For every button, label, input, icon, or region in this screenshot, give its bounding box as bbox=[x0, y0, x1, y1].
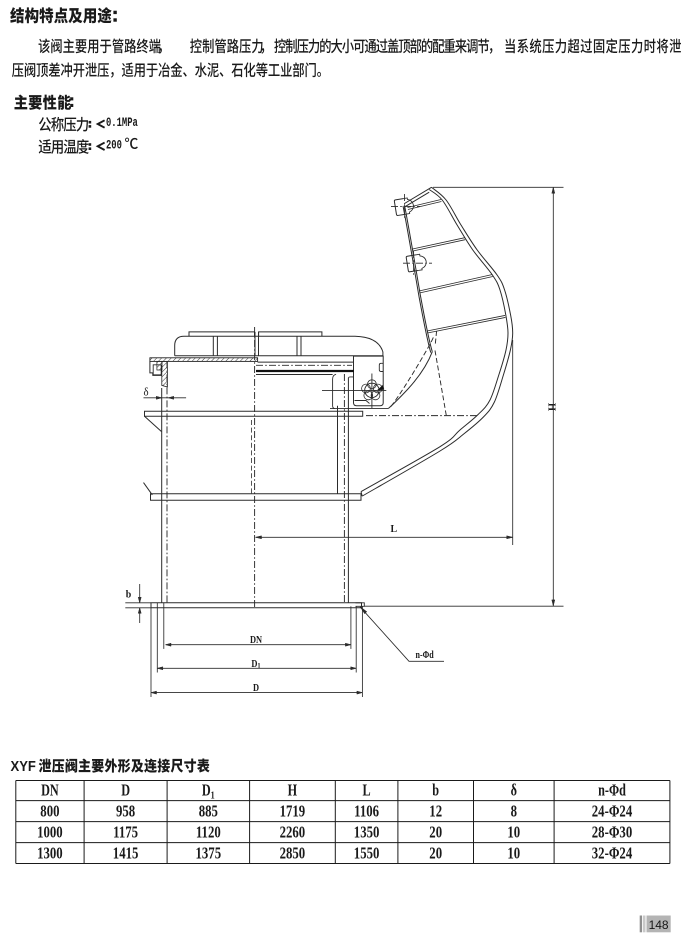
svg-text:28-Φ30: 28-Φ30 bbox=[592, 823, 633, 842]
svg-text:1106: 1106 bbox=[354, 802, 379, 821]
svg-text:D: D bbox=[121, 782, 130, 800]
svg-text:1375: 1375 bbox=[196, 844, 222, 863]
svg-text:1300: 1300 bbox=[37, 844, 63, 863]
svg-text:DN: DN bbox=[41, 782, 59, 800]
svg-text:200: 200 bbox=[106, 139, 122, 153]
svg-text:32-Φ24: 32-Φ24 bbox=[592, 844, 633, 863]
svg-text:b: b bbox=[126, 589, 132, 601]
svg-text:DN: DN bbox=[250, 635, 262, 646]
svg-text:L: L bbox=[363, 782, 371, 800]
svg-text:n-Φd: n-Φd bbox=[598, 782, 626, 800]
svg-text:n-Φd: n-Φd bbox=[416, 649, 434, 660]
svg-text:0.1MPa: 0.1MPa bbox=[106, 117, 138, 131]
svg-text:1415: 1415 bbox=[113, 844, 139, 863]
svg-text:b: b bbox=[432, 782, 439, 800]
svg-text:1175: 1175 bbox=[113, 823, 138, 842]
svg-text:800: 800 bbox=[40, 802, 60, 821]
svg-text:20: 20 bbox=[429, 844, 442, 863]
svg-text:D1: D1 bbox=[251, 659, 261, 670]
svg-text:148: 148 bbox=[649, 918, 669, 932]
svg-text:δ: δ bbox=[511, 782, 517, 800]
svg-text:H: H bbox=[288, 782, 298, 800]
svg-text:D: D bbox=[253, 683, 259, 694]
svg-text:10: 10 bbox=[507, 823, 520, 842]
svg-text:XYF: XYF bbox=[11, 759, 36, 775]
svg-text:20: 20 bbox=[429, 823, 442, 842]
svg-text:2260: 2260 bbox=[280, 823, 306, 842]
svg-text:1120: 1120 bbox=[196, 823, 221, 842]
svg-text:1000: 1000 bbox=[37, 823, 63, 842]
svg-text:H: H bbox=[545, 403, 556, 411]
svg-text:10: 10 bbox=[507, 844, 520, 863]
svg-text:1550: 1550 bbox=[354, 844, 380, 863]
svg-text:1350: 1350 bbox=[354, 823, 380, 842]
svg-text:12: 12 bbox=[429, 802, 442, 821]
svg-text:885: 885 bbox=[199, 802, 219, 821]
svg-text:2850: 2850 bbox=[280, 844, 306, 863]
svg-text:24-Φ24: 24-Φ24 bbox=[592, 802, 633, 821]
svg-text:8: 8 bbox=[511, 802, 518, 821]
svg-text:δ: δ bbox=[144, 386, 149, 399]
svg-text:958: 958 bbox=[116, 802, 136, 821]
svg-text:1719: 1719 bbox=[280, 802, 306, 821]
svg-text:L: L bbox=[391, 524, 398, 536]
